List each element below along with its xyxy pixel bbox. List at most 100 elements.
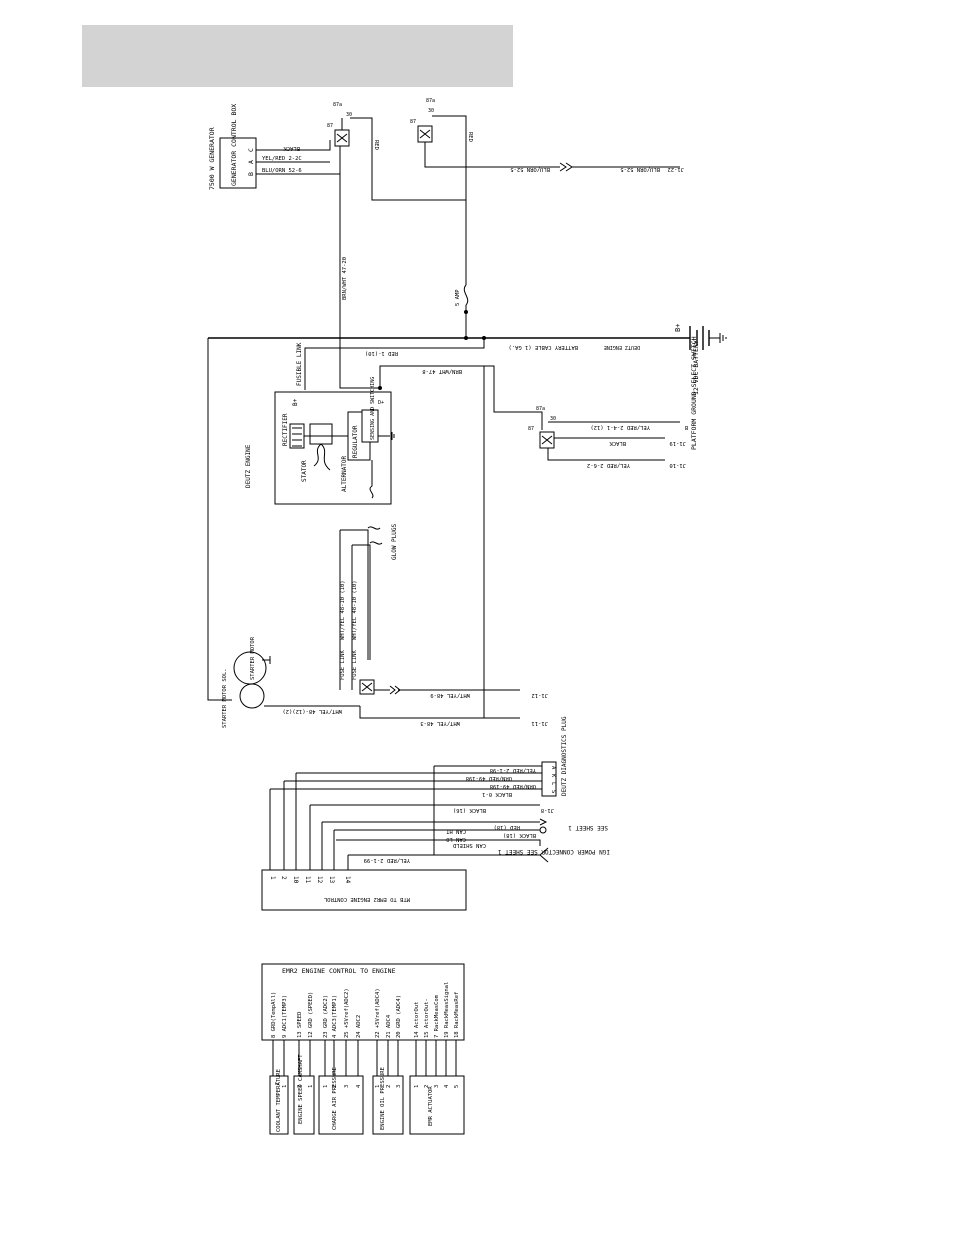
starter-motor: STARTER MOTOR	[233, 636, 271, 709]
emr2-signal: 13 SPEED	[297, 1012, 303, 1039]
sensor-engine-speed: ENGINE SPEED CAMSHAFT 1 2	[293, 1054, 315, 1135]
alt-stator: STATOR	[301, 460, 308, 482]
sensor-coolant-temperature: COOLANT TEMPERATURE 1 2	[269, 1069, 289, 1135]
j1-8: J1-8	[541, 807, 554, 813]
see-sheet-1: SEE SHEET 1	[568, 824, 608, 831]
coolant-pin-2: 2	[273, 1082, 279, 1085]
j1-22: J1-22	[667, 166, 684, 172]
emr2-signal: 25 +5Vref(ADC2)	[344, 988, 350, 1038]
emr2-signal: 7 RackMeasCom	[434, 994, 440, 1038]
wht-48-12: WHT/YEL 48-(12)(2)	[282, 708, 342, 714]
fusible-link: FUSIBLE LINK	[296, 342, 303, 386]
emr2-signal: 9 ADC1(TEMP3)	[282, 995, 288, 1038]
alt-alternator: ALTERNATOR	[341, 455, 348, 492]
sensor-pin: 3	[396, 1085, 402, 1088]
emr2-signal: 20 GRD (ADC4)	[396, 995, 402, 1038]
yel-red-2-1-99: YEL/RED 2-1-99	[364, 857, 410, 863]
fuse-5-amp: 5 AMP	[455, 289, 461, 306]
alt-d-plus: D+	[378, 400, 384, 406]
emr2-signal: 23 GRD (ADC2)	[323, 995, 329, 1038]
mtb-pin-13: 13	[328, 876, 335, 884]
sensor-pin: 2	[332, 1085, 338, 1088]
mtb-pin-12: 12	[316, 876, 323, 884]
relay3-30: 30	[550, 416, 556, 422]
sensor-pin: 1	[414, 1085, 420, 1088]
mtb-pin-2: 2	[280, 876, 287, 880]
can-lo: CAN LO	[446, 836, 466, 842]
blu-orn-52-5-a: BLU/ORN 52-5	[510, 166, 550, 172]
battery: B+ 12 VDC BATTERY	[674, 324, 727, 395]
emr2-signal-list: 8 GRD(TempAll) 9 ADC1(TEMP3) 13 SPEED 12 GR…	[271, 982, 460, 1038]
emr2-signal: 21 ADC4	[386, 1014, 392, 1038]
mtb-emr2-box: 1 2 10 11 12 13 14 MTB TO EMR2 ENGINE CO…	[261, 869, 467, 911]
emr2-signal: 12 GRD (SPEED)	[308, 992, 314, 1038]
platform-black: BLACK	[609, 440, 626, 446]
coolant-label: COOLANT TEMPERATURE	[276, 1069, 282, 1132]
charge-air-label: CHARGE AIR PRESSURE	[332, 1067, 338, 1130]
glow-fuse-a: FUSE LINK	[340, 650, 346, 680]
mtb-pin-14: 14	[344, 876, 351, 884]
speed-pin-1: 1	[308, 1085, 314, 1088]
diag-wire-4: BLACK 0-1	[482, 791, 512, 797]
can-hi: CAN HI	[446, 828, 466, 834]
emr2-signal: 19 RackMeasSignal	[444, 982, 450, 1038]
diag-plug-label: DEUTZ DIAGNOSTICS PLUG	[561, 716, 568, 796]
mtb-pin-11: 11	[304, 876, 311, 884]
wht-48-3: WHT/YEL 48-3	[420, 720, 460, 726]
platform-b: B	[684, 424, 688, 430]
gen-wire-black: BLACK	[283, 145, 300, 151]
emr2-signal: 22 +5Vref(ADC4)	[375, 988, 381, 1038]
starter-motor-label: STARTER MOTOR	[250, 636, 256, 680]
relay3-87: 87	[528, 426, 534, 432]
relay-1: 87a 87 30	[327, 102, 352, 147]
relay-3: 87a 87 30	[528, 406, 556, 449]
battery-deutz-engine: DEUTZ ENGINE	[604, 344, 640, 350]
diag-wire-3: ORN/RED 49-198	[490, 783, 536, 789]
emr2-signal: 8 GRD(TempAll)	[271, 992, 277, 1038]
alt-regulator: REGULATOR	[352, 425, 359, 458]
alt-sensing: SENSING AND SWITCHING	[370, 377, 376, 440]
diag-pin-s: S	[550, 790, 556, 793]
relay1-red: RED	[373, 140, 379, 150]
relay3-87a: 87a	[536, 406, 545, 412]
relay1-30: 30	[346, 112, 352, 118]
yel-red-2-6-2: YEL/RED 2-6-2	[587, 462, 630, 468]
relay2-30: 30	[428, 108, 434, 114]
brn-wht-47-20: BRN/WHT 47-20	[342, 257, 348, 300]
battery-label: 12 VDC BATTERY	[692, 340, 700, 395]
j1-12: J1-12	[531, 692, 548, 698]
red-18: RED (18)	[494, 824, 521, 830]
relay-2: 87a 87 30	[410, 98, 435, 143]
blu-orn-52-5-b: BLU/ORN 52-5	[620, 166, 660, 172]
gen-wire-yel-red: YEL/RED 2-2C	[262, 156, 302, 162]
emr2-box: EMR2 ENGINE CONTROL TO ENGINE 8 GRD(Temp…	[261, 963, 465, 1041]
diag-wire-2: ORN/RED 49-198	[466, 775, 512, 781]
alt-rectifier: RECTIFIER	[282, 413, 289, 446]
sensor-pin: 4	[444, 1084, 450, 1088]
black-18: BLACK (18)	[503, 832, 536, 838]
oil-label: ENGINE OIL PRESSURE	[380, 1067, 386, 1130]
diag-pin-l: L	[550, 782, 556, 786]
sensor-pin: 3	[344, 1085, 350, 1088]
speed-label: ENGINE SPEED CAMSHAFT	[298, 1054, 304, 1124]
sensor-pin: 5	[454, 1085, 460, 1088]
battery-cable: BATTERY CABLE (1 GA.)	[508, 344, 578, 350]
alternator-assembly: B+ RECTIFIER STATOR REGULATOR SENSING AN…	[274, 377, 395, 505]
sensor-pin: 3	[434, 1085, 440, 1088]
relay2-87a: 87a	[426, 98, 435, 104]
actuator-label: EMR ACTUATOR	[428, 1086, 434, 1126]
relay1-87: 87	[327, 123, 333, 129]
sensor-pin: 4	[356, 1084, 362, 1088]
emr2-signal: 15 ActorOut-	[424, 998, 430, 1038]
mtb-box-title: MTB TO EMR2 ENGINE CONTROL	[323, 896, 410, 902]
diag-wire-1: YEL/RED 2-1-98	[490, 767, 536, 773]
generator-pin-a: A	[247, 160, 255, 164]
starter-sol-label: STARTER MOTOR SOL.	[222, 668, 228, 728]
j1-10: J1-10	[669, 462, 686, 468]
relay2-red: RED	[467, 132, 473, 142]
gen-wire-blu-orn: BLU/ORN 52-6	[262, 168, 302, 174]
